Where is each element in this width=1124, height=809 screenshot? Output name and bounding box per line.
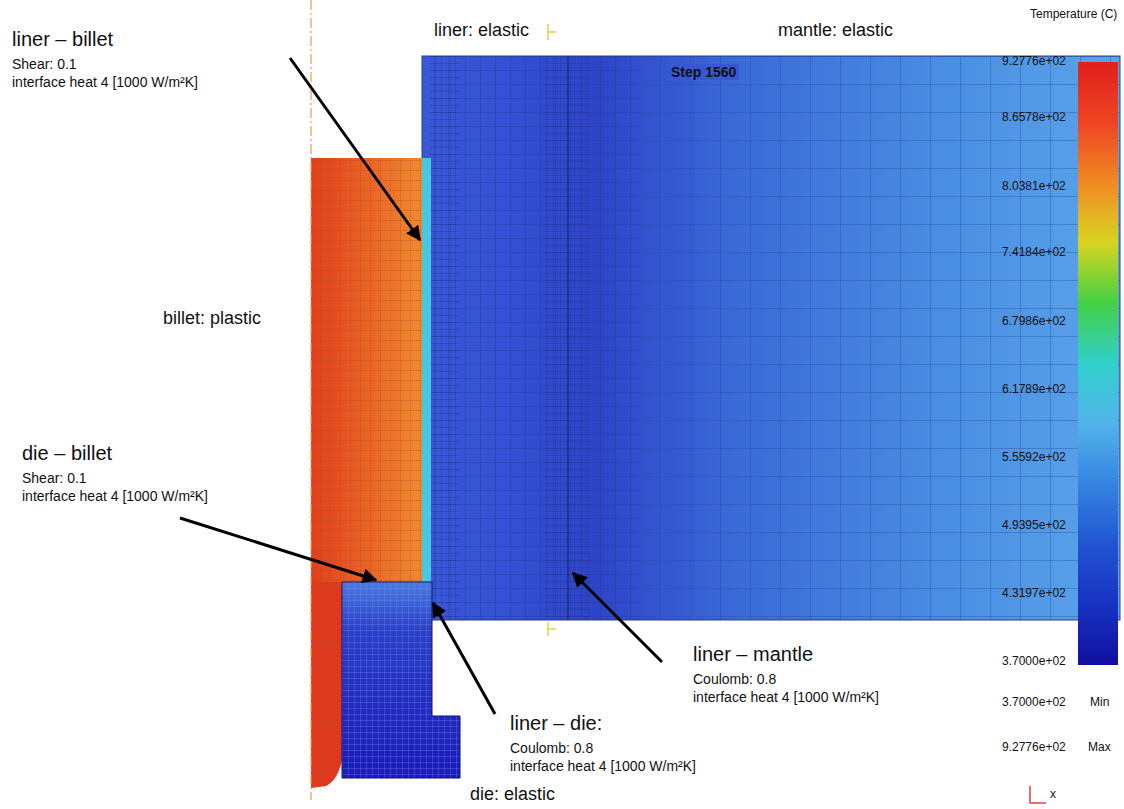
tick-value: 7.4184e+02 (1002, 246, 1066, 260)
tick-value: 8.0381e+02 (1002, 180, 1066, 194)
color-bar (1078, 62, 1118, 665)
tick-value: 8.6578e+02 (1002, 111, 1066, 125)
callout-detail: Shear: 0.1 (12, 56, 77, 72)
tick-value: 5.5592e+02 (1002, 451, 1066, 465)
axis-icon (1030, 786, 1046, 803)
callout-detail: Coulomb: 0.8 (510, 740, 593, 756)
leader-arrow (433, 603, 495, 714)
max-value: 9.2776e+02 (1002, 741, 1066, 755)
callout-title: liner – billet (12, 28, 113, 51)
die (342, 582, 460, 778)
part-name: billet: plastic (163, 308, 261, 329)
callout-title: liner – mantle (693, 643, 813, 666)
callout-detail: interface heat 4 [1000 W/m²K] (510, 758, 696, 774)
step-number: Step 1560 (668, 64, 739, 80)
tick-value: 3.7000e+02 (1002, 655, 1066, 669)
symmetry-axis (310, 0, 311, 800)
callout-title: die – billet (22, 442, 112, 465)
billet-extrudate (311, 582, 342, 788)
axis-label: x (1050, 788, 1056, 802)
callout-detail: Coulomb: 0.8 (693, 671, 776, 687)
legend-title: Temperature (C) (1030, 8, 1117, 22)
part-name: die: elastic (470, 784, 555, 805)
callout-detail: interface heat 4 [1000 W/m²K] (22, 488, 208, 504)
part-name: liner: elastic (434, 20, 529, 41)
max-label: Max (1088, 741, 1111, 755)
mantle-body (422, 56, 1120, 620)
tick-value: 6.7986e+02 (1002, 315, 1066, 329)
callout-detail: interface heat 4 [1000 W/m²K] (693, 689, 879, 705)
callout-detail: interface heat 4 [1000 W/m²K] (12, 74, 198, 90)
leader-arrow (290, 58, 420, 240)
tick-value: 4.9395e+02 (1002, 519, 1066, 533)
tick-value: 4.3197e+02 (1002, 587, 1066, 601)
min-value: 3.7000e+02 (1002, 696, 1066, 710)
callout-title: liner – die: (510, 712, 602, 735)
min-label: Min (1090, 696, 1109, 710)
callout-detail: Shear: 0.1 (22, 470, 87, 486)
tick-value: 9.2776e+02 (1002, 55, 1066, 69)
leader-arrow (180, 518, 376, 580)
liner-strip (422, 158, 431, 590)
tick-value: 6.1789e+02 (1002, 383, 1066, 397)
leader-arrow (573, 573, 662, 662)
part-name: mantle: elastic (778, 20, 893, 41)
